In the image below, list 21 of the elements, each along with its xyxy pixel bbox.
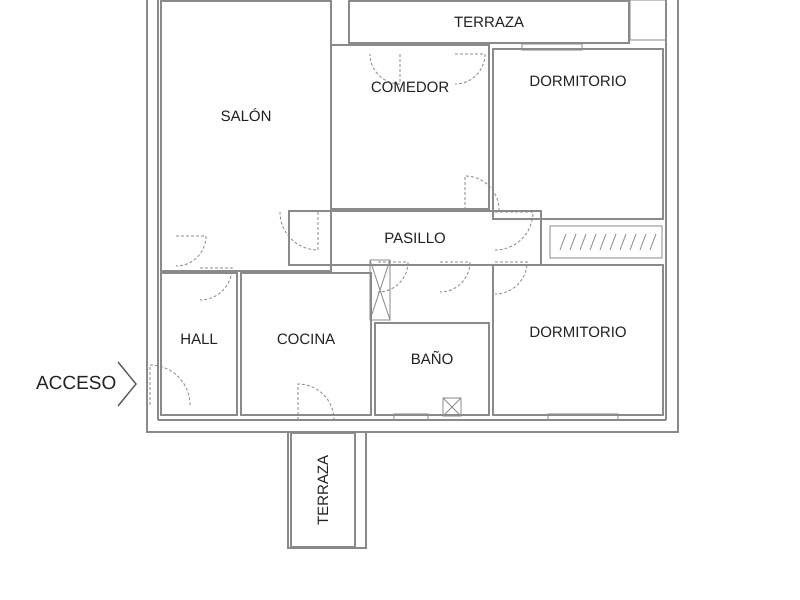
room-area <box>492 264 664 416</box>
room-label: PASILLO <box>384 230 446 246</box>
entrance-label: ACCESO <box>36 373 116 395</box>
room-area <box>160 0 332 272</box>
room-area <box>240 272 372 416</box>
room-label: BAÑO <box>410 350 454 368</box>
room-area <box>288 210 542 266</box>
room-area <box>492 48 664 220</box>
room-area <box>160 272 238 416</box>
room-area <box>348 0 630 44</box>
room-label: HALL <box>180 330 218 348</box>
room-label: SALÓN <box>220 108 272 124</box>
room-area <box>374 322 490 416</box>
room-area <box>290 432 356 548</box>
room-label: TERRAZA <box>314 454 332 525</box>
room-area <box>330 44 490 210</box>
room-label: COMEDOR <box>370 78 450 96</box>
room-label: DORMITORIO <box>529 324 627 340</box>
room-label: COCINA <box>276 330 336 348</box>
room-label: DORMITORIO <box>529 72 627 90</box>
room-label: TERRAZA <box>454 14 524 30</box>
